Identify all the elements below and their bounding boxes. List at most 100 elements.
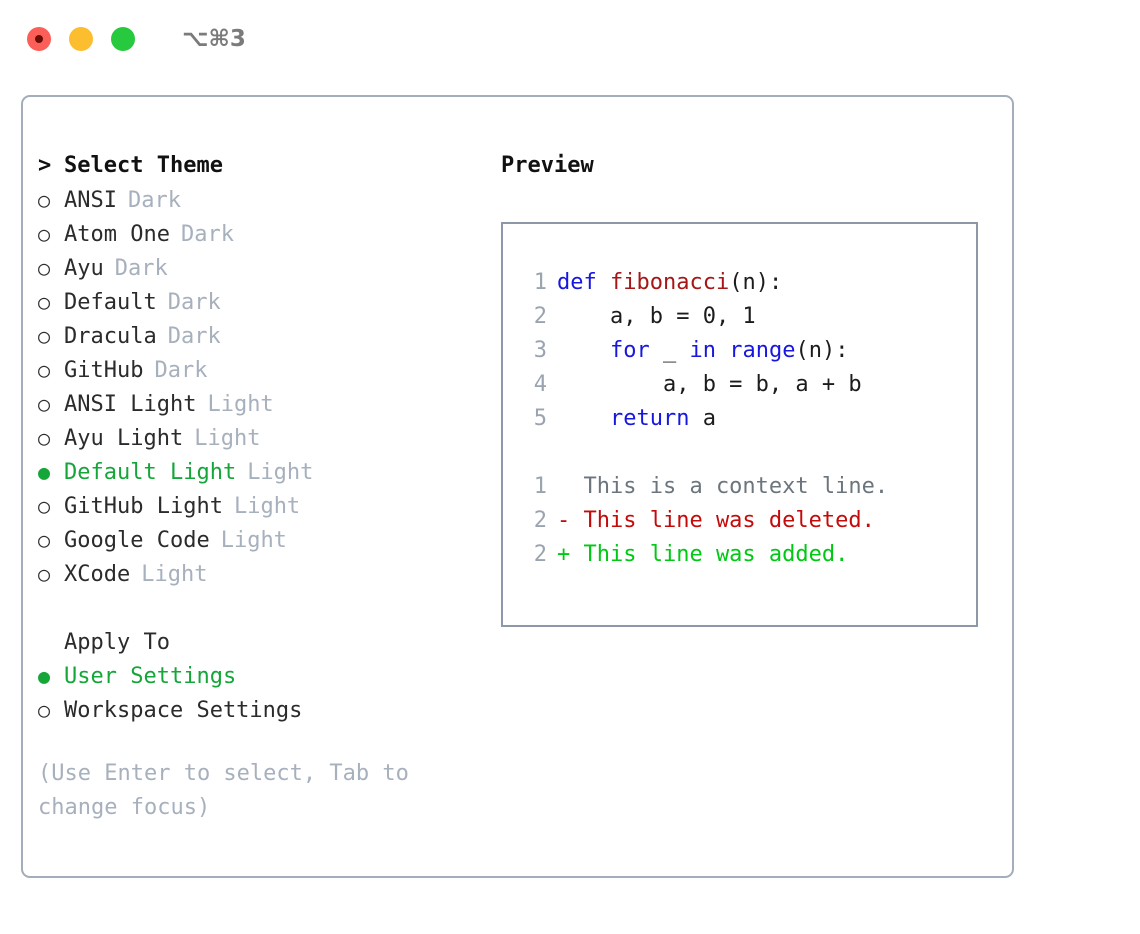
radio-icon[interactable]: ○ [38,494,51,518]
diff-line-text: This is a context line. [557,474,889,499]
apply-to-option-label: User Settings [64,664,237,689]
theme-option-variant-badge: Dark [114,256,168,281]
diff-sample: 1 This is a context line.2- This line wa… [519,470,970,572]
theme-option-variant-badge: Dark [154,358,208,383]
theme-option-label: Default [64,290,157,315]
theme-option-label: ANSI [64,188,117,213]
radio-icon[interactable]: ○ [38,222,51,246]
theme-option-variant-badge: Light [220,528,287,553]
radio-icon[interactable]: ○ [38,188,51,212]
line-number: 2 [533,304,547,329]
code-line: 4 a, b = b, a + b [519,368,970,402]
theme-option-label: GitHub [64,358,144,383]
theme-option-variant-badge: Light [141,562,208,587]
diff-line: 2- This line was deleted. [519,504,970,538]
theme-option-github-light[interactable]: ○ GitHub Light Light [38,489,488,523]
line-number: 2 [533,542,547,567]
code-token: for [609,338,663,363]
theme-option-dracula[interactable]: ○ Dracula Dark [38,319,488,353]
theme-option-label: GitHub Light [64,494,223,519]
theme-option-label: Dracula [64,324,157,349]
radio-icon[interactable]: ○ [38,290,51,314]
line-number: 4 [533,372,547,397]
preview-heading: Preview [501,153,594,178]
code-token: a [702,406,716,431]
radio-icon[interactable]: ○ [38,392,51,416]
theme-option-ayu[interactable]: ○ Ayu Dark [38,251,488,285]
theme-option-github[interactable]: ○ GitHub Dark [38,353,488,387]
code-line-text: def fibonacci(n): [557,266,782,300]
theme-option-ansi[interactable]: ○ ANSI Dark [38,183,488,217]
minimize-icon[interactable] [69,27,93,51]
code-line: 3 for _ in range(n): [519,334,970,368]
radio-icon[interactable]: ○ [38,256,51,280]
code-token: (n): [795,338,849,363]
theme-option-variant-badge: Dark [167,324,221,349]
diff-line-text: + This line was added. [557,542,849,567]
line-number: 3 [533,338,547,363]
theme-option-google-code[interactable]: ○ Google Code Light [38,523,488,557]
code-token [557,338,610,363]
line-number: 5 [533,406,547,431]
code-token: return [609,406,703,431]
theme-option-label: Ayu [64,256,104,281]
radio-icon[interactable]: ○ [38,698,51,722]
apply-to-marker-placeholder: ○ [38,625,64,659]
code-line: 2 a, b = 0, 1 [519,300,970,334]
apply-to-option-workspace-settings[interactable]: ○ Workspace Settings [38,693,488,727]
theme-option-variant-badge: Light [233,494,301,519]
line-number: 1 [533,474,547,499]
window-controls [27,27,135,51]
theme-option-variant-badge: Dark [127,188,181,213]
code-token [557,406,610,431]
radio-icon[interactable]: ○ [38,528,51,552]
list-spacer [38,591,488,625]
theme-option-label: ANSI Light [64,392,197,417]
theme-option-label: Google Code [64,528,210,553]
code-line-text: return a [557,402,716,436]
diff-line: 2 + This line was added. [519,538,970,572]
radio-icon[interactable]: ○ [38,358,51,382]
close-icon[interactable] [27,27,51,51]
code-token: range [729,338,796,363]
radio-icon[interactable]: ○ [38,426,51,450]
theme-option-variant-badge: Dark [180,222,234,247]
radio-icon[interactable]: ○ [38,562,51,586]
apply-to-option-user-settings[interactable]: ● User Settings [38,659,488,693]
maximize-icon[interactable] [111,27,135,51]
code-line-text: for _ in range(n): [557,334,848,368]
apply-to-option-list: ● User Settings ○ Workspace Settings [38,659,488,727]
code-token: a, b = b, a + b [557,372,862,397]
caret-icon: > [38,153,52,178]
apply-to-option-label: Workspace Settings [64,698,303,723]
code-line: 5 return a [519,402,970,436]
theme-option-variant-badge: Dark [167,290,221,315]
select-theme-heading: > Select Theme [38,149,488,183]
radio-selected-icon[interactable]: ● [38,664,51,688]
apply-to-heading: ○ Apply To [38,625,488,659]
theme-option-label: Ayu Light [64,426,184,451]
code-blank-line [519,436,970,470]
radio-selected-icon[interactable]: ● [38,460,51,484]
code-line-text: a, b = b, a + b [557,368,862,402]
code-token: a, b = 0, 1 [557,304,756,329]
select-theme-label: Select Theme [64,153,223,178]
keyboard-hint-text: (Use Enter to select, Tab to change focu… [38,761,423,820]
radio-icon[interactable]: ○ [38,324,51,348]
code-token: (n): [729,270,783,295]
diff-line-text: - This line was deleted. [557,508,875,533]
apply-to-label: Apply To [64,630,170,655]
theme-option-default[interactable]: ○ Default Dark [38,285,488,319]
